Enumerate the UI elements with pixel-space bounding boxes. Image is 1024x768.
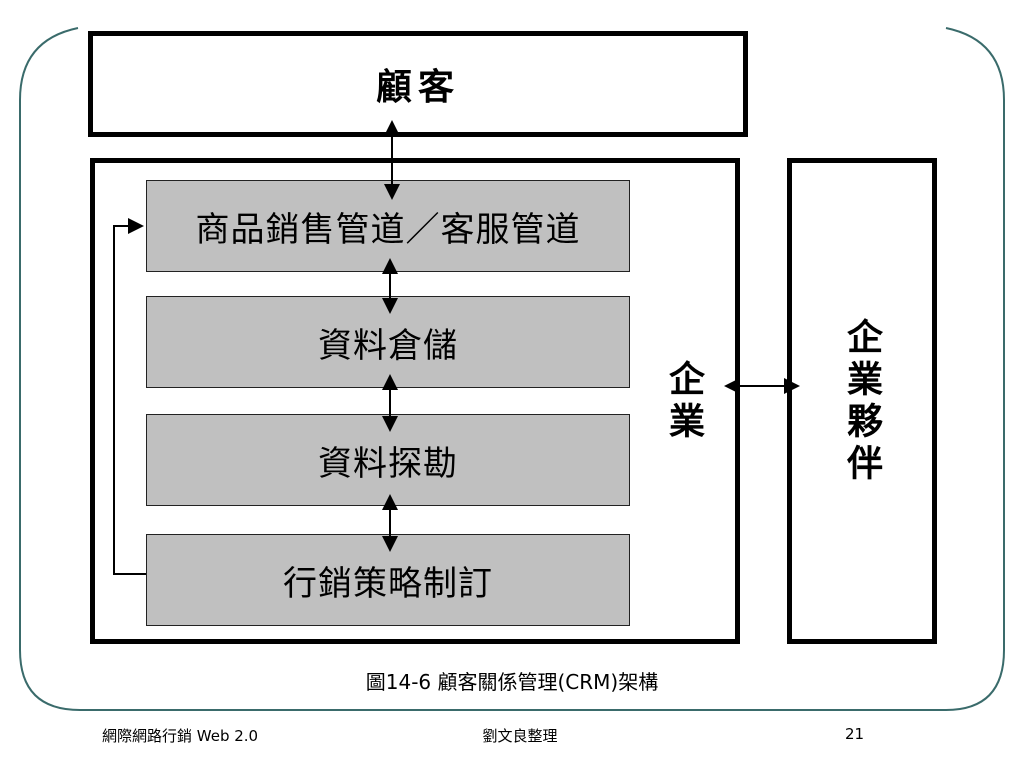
footer-course-title: 網際網路行銷 Web 2.0 — [102, 727, 259, 745]
footer-author: 劉文良整理 — [482, 727, 558, 745]
partner-label: 企業夥伴 — [841, 318, 883, 486]
enterprise-label: 企業 — [663, 360, 705, 444]
figure-caption: 圖14-6 顧客關係管理(CRM)架構 — [365, 670, 659, 694]
layer-data-warehouse: 資料倉儲 — [146, 296, 630, 388]
arrow-feedback-loop — [113, 218, 146, 575]
page-number: 21 — [845, 725, 865, 743]
partner-box — [787, 158, 937, 644]
customer-label: 顧客 — [375, 66, 460, 108]
customer-box — [88, 31, 748, 137]
